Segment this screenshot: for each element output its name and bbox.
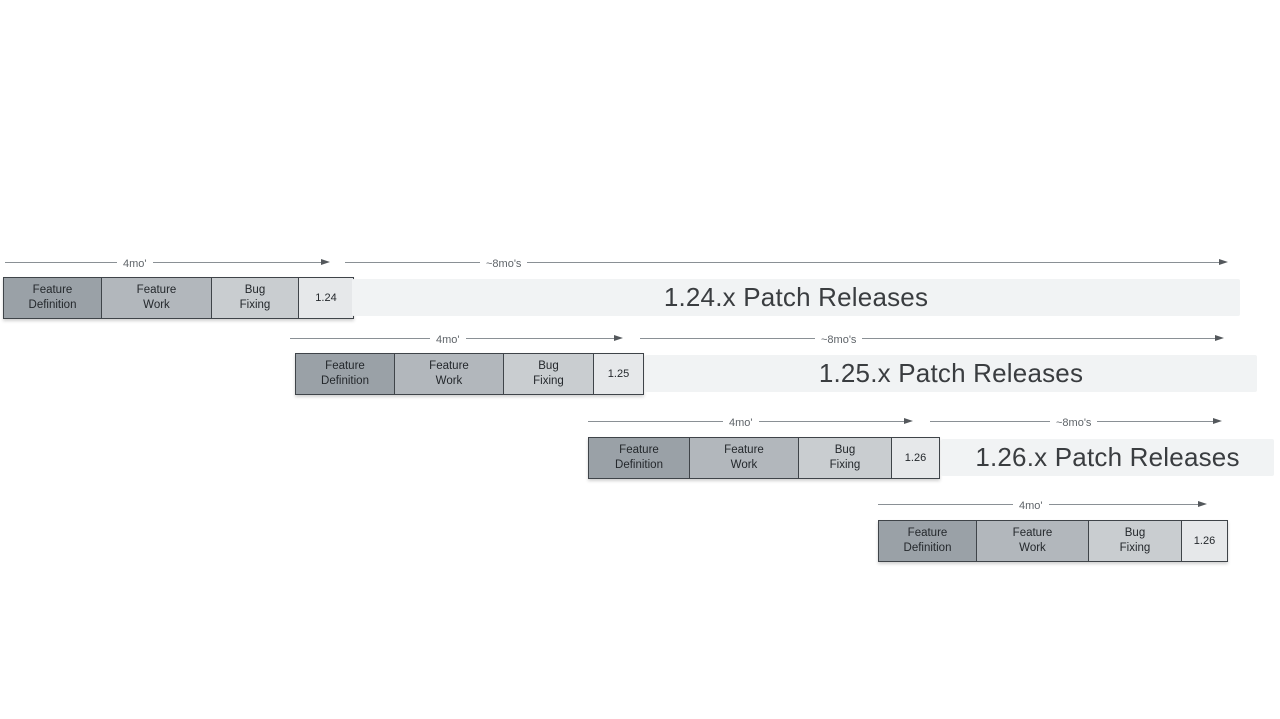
patch-duration-arrow: ~8mo's [930, 413, 1222, 429]
feature-definition-box: Feature Definition [589, 438, 689, 478]
arrow-head-icon [1213, 418, 1222, 424]
release-cycle-phases: Feature Definition Feature Work Bug Fixi… [588, 437, 940, 479]
arrow-line [465, 337, 615, 339]
feature-work-box: Feature Work [976, 521, 1088, 561]
feature-definition-label: Feature Definition [615, 444, 663, 471]
release-cycle-phases: Feature Definition Feature Work Bug Fixi… [295, 353, 644, 395]
arrow-line [1097, 420, 1214, 422]
bug-fixing-box: Bug Fixing [1088, 521, 1181, 561]
version-label: 1.26 [1193, 534, 1216, 547]
release-cycle-phases: Feature Definition Feature Work Bug Fixi… [878, 520, 1228, 562]
feature-work-box: Feature Work [689, 438, 798, 478]
dev-duration-arrow: 4mo' [878, 496, 1207, 512]
feature-definition-box: Feature Definition [879, 521, 976, 561]
arrow-line [588, 420, 723, 422]
patch-releases-label: 1.24.x Patch Releases [663, 282, 929, 312]
arrow-head-icon [904, 418, 913, 424]
arrow-line [5, 261, 117, 263]
bug-fixing-label: Bug Fixing [239, 284, 271, 311]
dev-duration-arrow: 4mo' [588, 413, 913, 429]
patch-releases-label: 1.25.x Patch Releases [818, 358, 1084, 388]
patch-duration-arrow: ~8mo's [640, 330, 1224, 346]
arrow-line [1048, 503, 1199, 505]
patch-releases-bar: 1.25.x Patch Releases [645, 355, 1257, 392]
arrow-line [290, 337, 430, 339]
patch-releases-bar: 1.24.x Patch Releases [352, 279, 1240, 316]
arrow-line [758, 420, 905, 422]
dev-duration-label: 4mo' [436, 334, 460, 346]
dev-duration-label: 4mo' [123, 258, 147, 270]
feature-work-label: Feature Work [136, 284, 177, 311]
patch-duration-label: ~8mo's [486, 258, 522, 270]
version-label: 1.26 [904, 451, 927, 464]
bug-fixing-label: Bug Fixing [1119, 527, 1151, 554]
release-cycle-phases: Feature Definition Feature Work Bug Fixi… [3, 277, 354, 319]
bug-fixing-box: Bug Fixing [211, 278, 298, 318]
dev-duration-arrow: 4mo' [290, 330, 623, 346]
feature-work-box: Feature Work [101, 278, 211, 318]
bug-fixing-label: Bug Fixing [533, 360, 564, 387]
feature-work-label: Feature Work [1012, 527, 1053, 554]
arrow-line [345, 261, 480, 263]
dev-duration-arrow: 4mo' [5, 254, 330, 270]
feature-work-label: Feature Work [429, 360, 469, 387]
version-box: 1.25 [593, 354, 643, 394]
version-box: 1.26 [891, 438, 939, 478]
arrow-head-icon [614, 335, 623, 341]
version-label: 1.25 [607, 367, 630, 380]
feature-definition-box: Feature Definition [296, 354, 394, 394]
arrow-head-icon [1198, 501, 1207, 507]
dev-duration-label: 4mo' [729, 417, 753, 429]
feature-definition-label: Feature Definition [321, 360, 369, 387]
version-box: 1.26 [1181, 521, 1227, 561]
arrow-line [640, 337, 815, 339]
feature-definition-label: Feature Definition [28, 284, 77, 311]
patch-duration-label: ~8mo's [1056, 417, 1092, 429]
feature-work-box: Feature Work [394, 354, 503, 394]
arrow-line [862, 337, 1216, 339]
version-label: 1.24 [315, 291, 337, 304]
patch-duration-label: ~8mo's [821, 334, 857, 346]
dev-duration-label: 4mo' [1019, 500, 1043, 512]
feature-work-label: Feature Work [724, 444, 764, 471]
arrow-head-icon [1219, 259, 1228, 265]
arrow-line [152, 261, 322, 263]
arrow-line [930, 420, 1050, 422]
bug-fixing-label: Bug Fixing [829, 444, 861, 471]
feature-definition-label: Feature Definition [903, 527, 952, 554]
arrow-head-icon [1215, 335, 1224, 341]
arrow-line [878, 503, 1013, 505]
patch-duration-arrow: ~8mo's [345, 254, 1228, 270]
feature-definition-box: Feature Definition [4, 278, 101, 318]
bug-fixing-box: Bug Fixing [503, 354, 593, 394]
version-box: 1.24 [298, 278, 353, 318]
arrow-line [527, 261, 1220, 263]
patch-releases-label: 1.26.x Patch Releases [975, 442, 1240, 472]
patch-releases-bar: 1.26.x Patch Releases [941, 439, 1274, 476]
arrow-head-icon [321, 259, 330, 265]
bug-fixing-box: Bug Fixing [798, 438, 891, 478]
